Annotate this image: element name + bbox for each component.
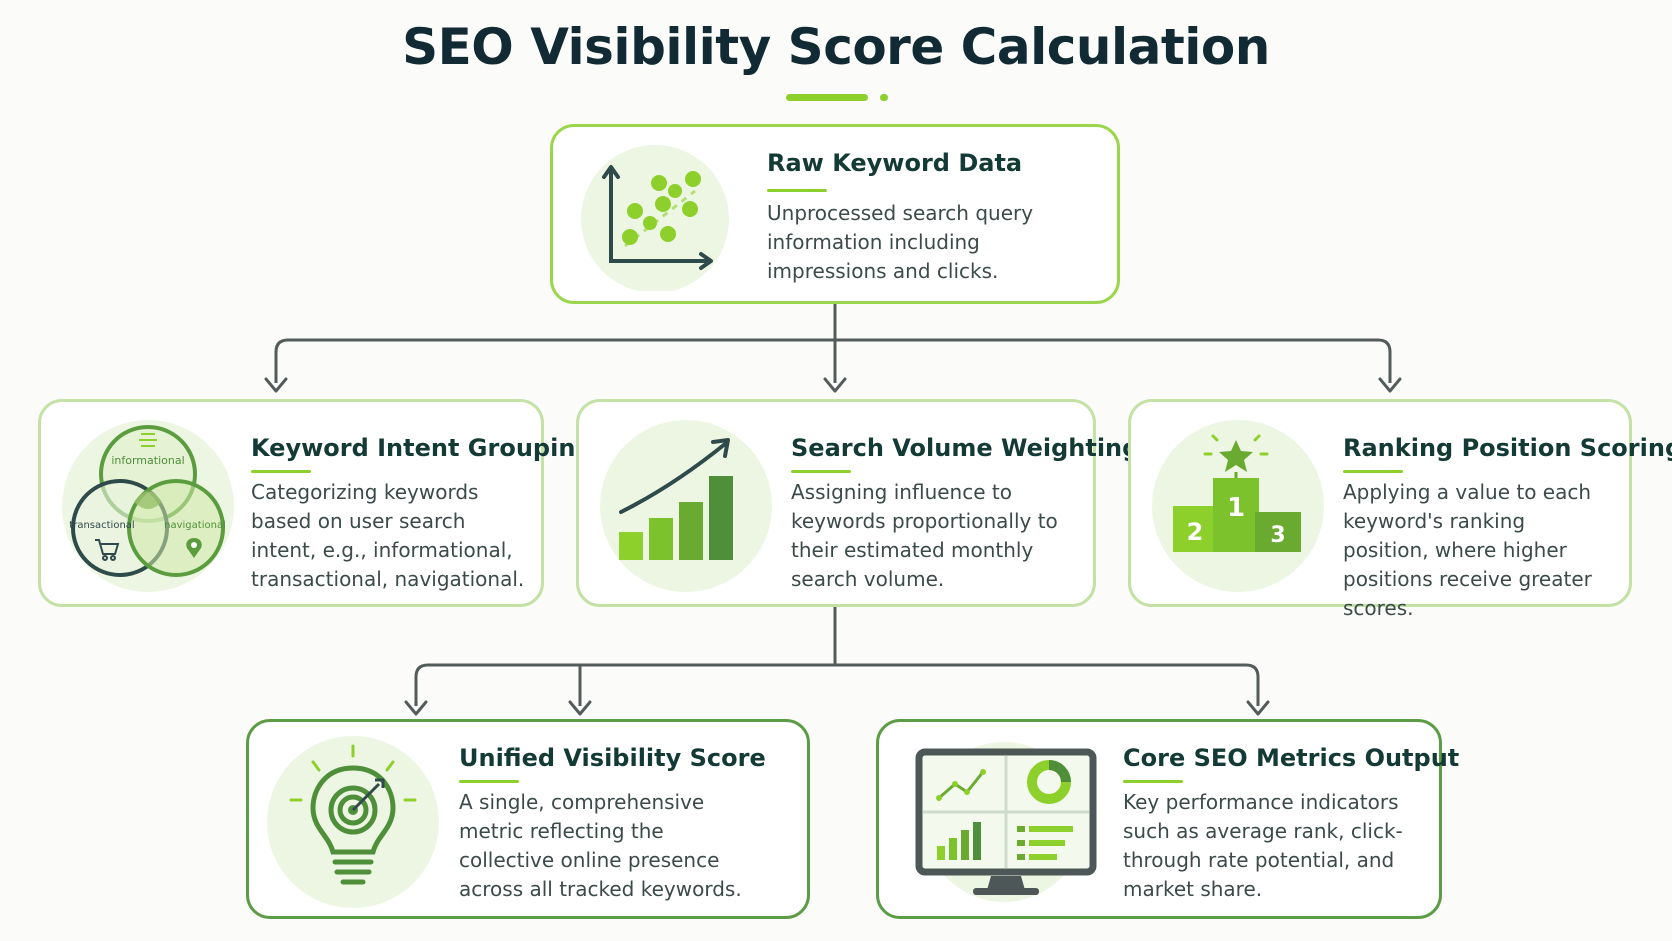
node-description: A single, comprehensive metric reflectin… [459,790,742,901]
node-description: Categorizing keywords based on user sear… [251,480,525,591]
node-unified-visibility-score: Unified Visibility Score A single, compr… [246,719,810,919]
cart-icon [95,539,120,561]
node-title: Raw Keyword Data [767,149,1023,177]
venn-label-transactional: transactional [69,520,134,531]
venn-diagram-icon: informational transactional navigational [62,420,234,592]
node-core-seo-metrics-output: Core SEO Metrics Output Key performance … [876,719,1459,919]
arrowhead-core [1246,700,1270,716]
podium-label-first: 1 [1227,493,1245,523]
node-description: Unprocessed search query information inc… [767,201,1034,283]
connector-volume-left [414,663,835,706]
node-title: Keyword Intent Grouping [251,434,593,462]
node-description: Applying a value to each keyword's ranki… [1343,480,1592,620]
dashboard-monitor-icon [915,742,1097,902]
node-search-volume-weighting: Search Volume Weighting Assigning influe… [576,399,1139,607]
podium-icon: 2 1 3 [1152,420,1324,592]
arrowhead-volume [823,377,847,393]
node-title-underline [791,470,851,473]
node-title-underline [251,470,311,473]
scatter-plot-icon [581,145,729,291]
node-description: Assigning influence to keywords proporti… [791,480,1058,591]
node-title: Search Volume Weighting [791,434,1140,462]
node-ranking-position-scoring: 2 1 3 Ranking Position Scoring Applying … [1128,399,1672,620]
venn-label-navigational: navigational [164,520,226,531]
node-title-underline [767,189,827,192]
arrowhead-ranking [1378,377,1402,393]
arrowhead-unified-right [568,700,592,716]
podium-label-third: 3 [1270,523,1285,548]
arrowhead-intent [264,377,288,393]
connector-volume-right [835,663,1260,706]
map-pin-icon [186,538,202,558]
node-title-underline [1343,470,1403,473]
connector-raw-left [274,338,835,383]
node-title: Unified Visibility Score [459,744,766,772]
node-description: Key performance indicators such as avera… [1123,790,1403,901]
node-keyword-intent-grouping: informational transactional navigational… [38,399,593,607]
star-icon [1219,440,1253,472]
title-underline-dot [880,94,888,101]
node-title-underline [459,780,519,783]
title-underline [786,94,868,101]
growth-bar-chart-icon [600,420,772,592]
arrowhead-unified-left [404,700,428,716]
page-title: SEO Visibility Score Calculation [402,18,1270,76]
node-title: Core SEO Metrics Output [1123,744,1460,772]
venn-label-informational: informational [111,454,184,467]
podium-label-second: 2 [1187,518,1204,546]
node-title-underline [1123,780,1183,783]
connector-raw-right [835,338,1392,383]
node-title: Ranking Position Scoring [1343,434,1672,462]
lightbulb-target-icon [267,736,439,908]
node-raw-keyword-data: Raw Keyword Data Unprocessed search quer… [550,124,1120,304]
